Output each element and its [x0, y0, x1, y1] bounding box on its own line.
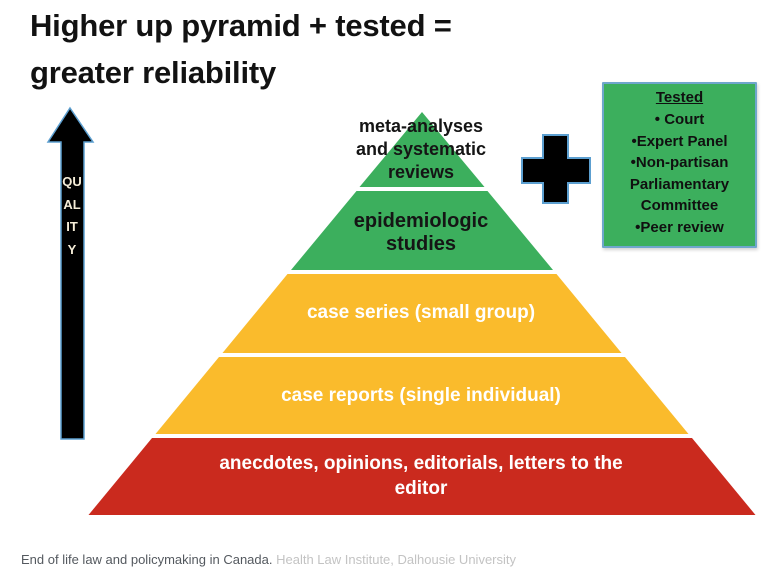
- plus-icon: [521, 134, 591, 204]
- pyramid-level-5-band: [88, 438, 756, 515]
- source-caption: End of life law and policymaking in Cana…: [21, 552, 516, 568]
- tested-item-peer-review: •Peer review: [635, 218, 724, 236]
- pyramid-level-1-band: [359, 112, 485, 187]
- quality-arrow-icon: [46, 106, 95, 440]
- pyramid-level-3-label: case series (small group): [306, 302, 536, 323]
- tested-box-title: Tested: [655, 89, 704, 106]
- pyramid-level-1-label: meta-analyses and systematic reviews: [355, 116, 487, 182]
- tested-item-parliamentary-committee: •Non-partisan Parliamentary Committee: [629, 154, 730, 214]
- pyramid-level-4-band: [155, 357, 689, 434]
- pyramid-level-2-band: [291, 191, 553, 270]
- source-link[interactable]: Health Law Institute, Dalhousie Universi…: [276, 552, 516, 567]
- quality-axis-label: QUALITY: [62, 174, 82, 257]
- tested-item-expert-panel: •Expert Panel: [631, 132, 728, 150]
- slide-title: Higher up pyramid + tested = greater rel…: [30, 8, 452, 90]
- tested-box: Tested • Court •Expert Panel •Non-partis…: [602, 82, 757, 248]
- source-text: End of life law and policymaking in Cana…: [21, 552, 273, 567]
- pyramid-level-4-label: case reports (single individual): [281, 385, 561, 406]
- pyramid-level-3-band: [222, 274, 622, 353]
- pyramid-level-2-label: epidemiologic studies: [353, 210, 489, 255]
- tested-item-court: • Court: [654, 111, 705, 128]
- pyramid-level-5-label: anecdotes, opinions, editorials, letters…: [219, 453, 623, 499]
